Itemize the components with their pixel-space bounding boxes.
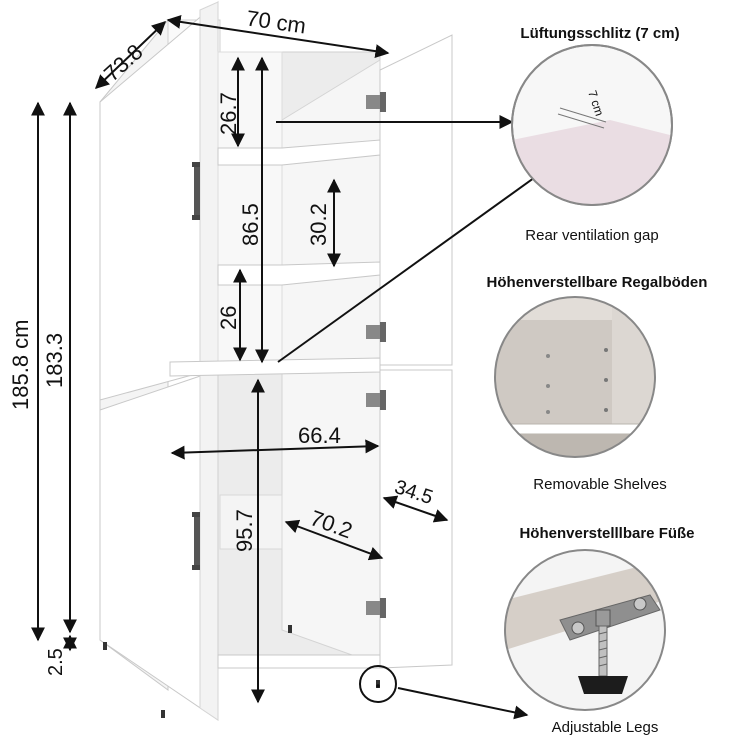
feature-legs: Höhenverstelllbare Füße Adjustable Legs bbox=[504, 525, 695, 736]
handle-icon bbox=[192, 162, 200, 220]
inner-width-label: 66.4 bbox=[298, 423, 341, 448]
shelf-spacing-label: 30.2 bbox=[306, 203, 331, 246]
feature-heading: Lüftungsschlitz (7 cm) bbox=[520, 25, 679, 42]
upper-section-label: 86.5 bbox=[238, 203, 263, 246]
feature-caption: Removable Shelves bbox=[533, 476, 666, 493]
feature-caption: Rear ventilation gap bbox=[525, 227, 658, 244]
shelf-bottom bbox=[217, 654, 381, 669]
double-arrow-icon bbox=[94, 21, 167, 89]
top-compartment-label: 26.7 bbox=[216, 92, 241, 135]
hinge-icon bbox=[366, 92, 386, 112]
double-arrow-icon bbox=[170, 439, 380, 460]
leg-highlight-circle bbox=[359, 665, 397, 703]
feature-shelves: Höhenverstellbare Regalböden Removable S… bbox=[487, 274, 708, 493]
handle-icon bbox=[192, 512, 200, 570]
feature-ventilation: Lüftungsschlitz (7 cm) 7 cm Rear ventila… bbox=[511, 25, 680, 244]
dimension-lines bbox=[31, 14, 572, 720]
body-height-label: 183.3 bbox=[42, 333, 67, 388]
hinge-icon bbox=[366, 322, 386, 342]
leg-foot-pad bbox=[578, 676, 628, 694]
leg-foot-icon bbox=[559, 594, 661, 694]
hinge-icon bbox=[366, 390, 386, 410]
feature-caption: Adjustable Legs bbox=[552, 719, 659, 736]
lower-section-label: 95.7 bbox=[232, 509, 257, 552]
feature-heading: Höhenverstelllbare Füße bbox=[519, 525, 694, 542]
right-door-upper bbox=[379, 34, 453, 366]
total-height-label: 185.8 cm bbox=[8, 320, 33, 411]
leg-height-label: 2.5 bbox=[45, 648, 67, 676]
cabinet bbox=[99, 0, 453, 721]
double-arrow-icon bbox=[284, 519, 384, 561]
double-arrow-icon bbox=[166, 14, 390, 59]
hinge-icon bbox=[366, 598, 386, 618]
feature-heading: Höhenverstellbare Regalböden bbox=[487, 274, 708, 291]
hinges bbox=[366, 92, 386, 618]
double-arrow-icon bbox=[382, 495, 449, 523]
lower-shelf-label: 26 bbox=[216, 306, 241, 330]
